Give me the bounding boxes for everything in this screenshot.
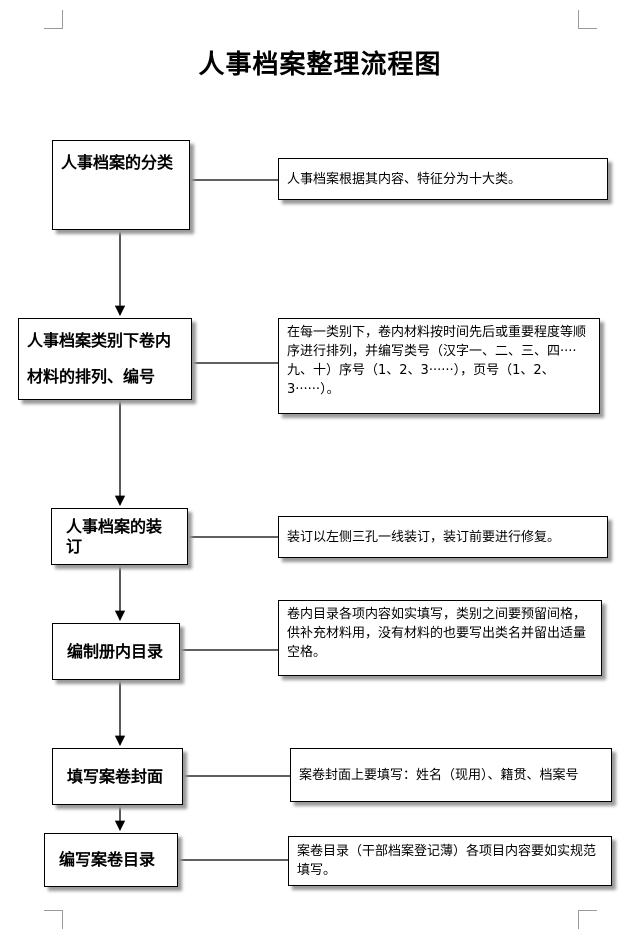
step-box-binding: 人事档案的装订 xyxy=(51,508,188,565)
step-box-cover: 填写案卷封面 xyxy=(52,748,183,805)
desc-text: 在每一类别下，卷内材料按时间先后或重要程度等顺序进行排列，并编写类号（汉字一、二… xyxy=(287,325,587,397)
step-box-file-catalog: 编写案卷目录 xyxy=(44,833,178,887)
corner-mark-top-left xyxy=(44,10,63,29)
step-label: 人事档案的分类 xyxy=(61,153,174,172)
corner-mark-bottom-right xyxy=(578,910,597,929)
step-box-classification: 人事档案的分类 xyxy=(52,140,190,230)
desc-text: 装订以左侧三孔一线装订，装订前要进行修复。 xyxy=(287,529,561,545)
step-label: 编制册内目录 xyxy=(67,641,164,661)
desc-text: 人事档案根据其内容、特征分为十大类。 xyxy=(287,171,522,187)
step-box-arrangement: 人事档案类别下卷内材料的排列、编号 xyxy=(18,318,192,400)
page-title: 人事档案整理流程图 xyxy=(198,50,442,80)
desc-text: 案卷目录（干部档案登记薄）各项目内容要如实规范填写。 xyxy=(297,844,597,878)
step-label: 编写案卷目录 xyxy=(59,850,156,869)
desc-text: 案卷封面上要填写：姓名（现用）、籍贯、档案号 xyxy=(299,767,579,783)
desc-box-classification: 人事档案根据其内容、特征分为十大类。 xyxy=(278,158,608,200)
desc-box-arrangement: 在每一类别下，卷内材料按时间先后或重要程度等顺序进行排列，并编写类号（汉字一、二… xyxy=(278,318,600,414)
corner-mark-top-right xyxy=(578,10,597,29)
corner-mark-bottom-left xyxy=(44,910,63,929)
desc-box-file-catalog: 案卷目录（干部档案登记薄）各项目内容要如实规范填写。 xyxy=(288,836,612,886)
desc-box-cover: 案卷封面上要填写：姓名（现用）、籍贯、档案号 xyxy=(290,748,612,802)
desc-box-contents-list: 卷内目录各项内容如实填写，类别之间要预留间格，供补充材料用，没有材料的也要写出类… xyxy=(278,600,602,676)
desc-text: 卷内目录各项内容如实填写，类别之间要预留间格，供补充材料用，没有材料的也要写出类… xyxy=(287,607,587,660)
step-label: 人事档案类别下卷内材料的排列、编号 xyxy=(27,331,172,386)
step-label: 填写案卷封面 xyxy=(67,766,164,786)
desc-box-binding: 装订以左侧三孔一线装订，装订前要进行修复。 xyxy=(278,516,608,558)
step-label: 人事档案的装订 xyxy=(66,516,163,556)
step-box-contents-list: 编制册内目录 xyxy=(52,623,180,680)
